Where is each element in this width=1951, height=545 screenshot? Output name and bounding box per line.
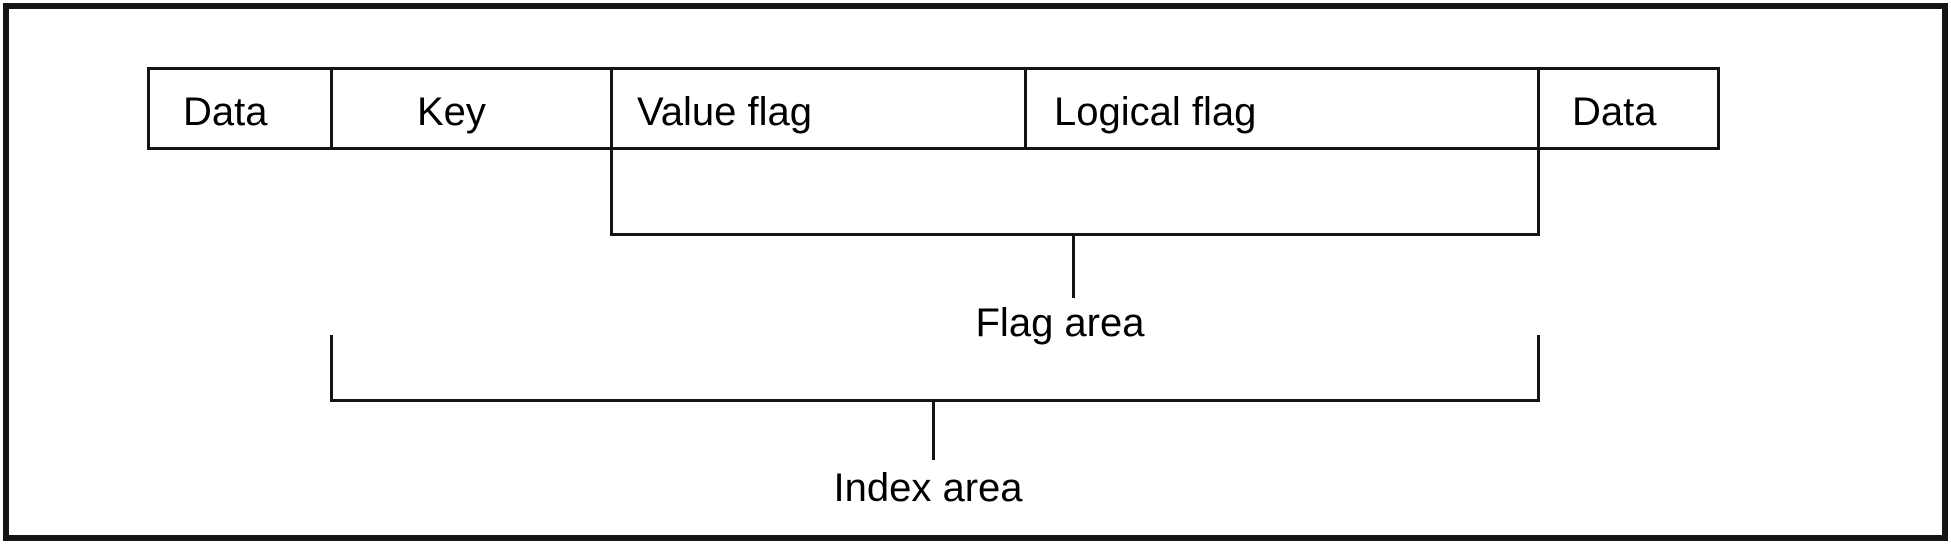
cell-key-label: Key <box>417 89 486 134</box>
index-bracket-left-line <box>330 335 333 402</box>
cell-data-left: Data <box>150 70 333 147</box>
flag-bracket-right-line <box>1537 150 1540 236</box>
flag-bracket-tick-line <box>1072 236 1075 298</box>
cell-data-right-label: Data <box>1572 89 1657 134</box>
cell-logical-flag-label: Logical flag <box>1054 89 1257 134</box>
flag-area-label: Flag area <box>975 301 1145 345</box>
index-bracket-bottom-line <box>330 399 1540 402</box>
cell-data-right: Data <box>1540 70 1717 147</box>
index-bracket-right-line <box>1537 335 1540 402</box>
index-area-label: Index area <box>833 466 1023 510</box>
index-bracket-tick-line <box>932 402 935 460</box>
flag-bracket-bottom-line <box>610 233 1540 236</box>
record-row: Data Key Value flag Logical flag Data <box>147 67 1720 150</box>
cell-data-left-label: Data <box>183 89 268 134</box>
flag-bracket-left-line <box>610 150 613 236</box>
cell-logical-flag: Logical flag <box>1027 70 1540 147</box>
cell-value-flag: Value flag <box>613 70 1027 147</box>
cell-key: Key <box>333 70 613 147</box>
cell-value-flag-label: Value flag <box>637 89 812 134</box>
